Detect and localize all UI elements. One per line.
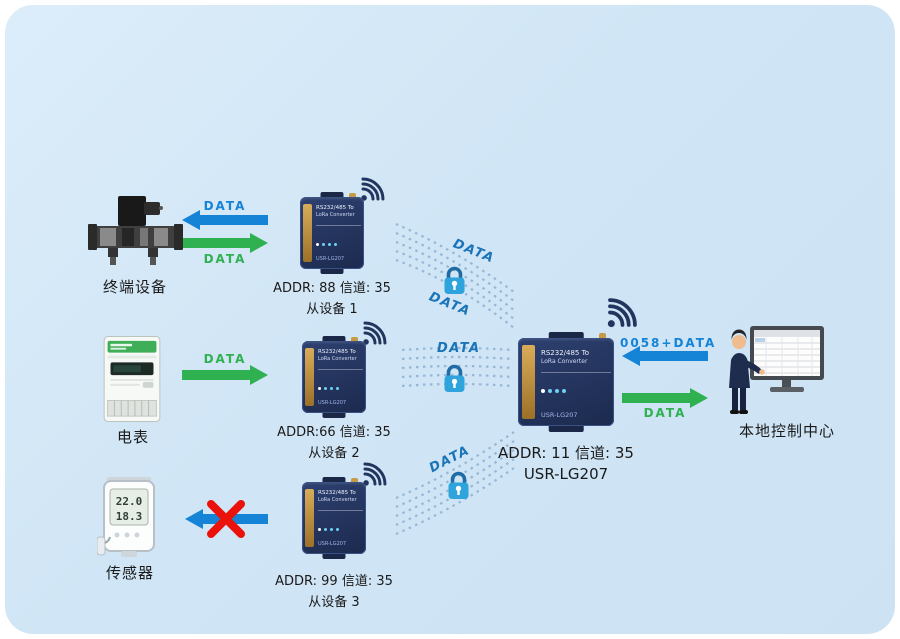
sensor-display-line1: 22.0 <box>116 495 143 508</box>
antenna-connector <box>351 478 358 485</box>
module-mount-tab <box>320 267 344 274</box>
module-brand-text: USR-LG207 <box>541 411 578 419</box>
module-text-line2: LoRa Converter <box>541 357 588 365</box>
arrow-data-from-terminal <box>182 233 268 253</box>
module-side-strip <box>522 345 535 419</box>
arrow-data-to-control-center <box>622 388 708 408</box>
master-model-label: USR-LG207 <box>523 465 609 483</box>
antenna-connector <box>349 193 356 200</box>
terminal-device-label: 终端设备 <box>102 278 167 296</box>
module-mount-tab <box>548 424 584 432</box>
antenna-connector <box>351 337 358 344</box>
wireless-data-label-middle: DATA <box>437 341 481 356</box>
module-body: RS232/485 To LoRa Converter USR-LG207 <box>300 197 364 269</box>
slave1-name-label: 从设备 1 <box>306 302 358 317</box>
slave2-addr-label: ADDR:66 信道: 35 <box>277 425 391 440</box>
module-text-line1: RS232/485 To <box>318 349 356 355</box>
data-label-terminal-uplink: DATA <box>203 252 247 266</box>
module-brand-text: USR-LG207 <box>316 256 345 262</box>
wireless-waves-bottom <box>395 431 515 536</box>
arrow-data-to-master <box>622 346 708 366</box>
meter-device-label: 电表 <box>116 428 149 446</box>
module-text-line1: RS232/485 To <box>318 490 356 496</box>
lora-module-master: RS232/485 To LoRa Converter USR-LG207 <box>518 332 614 432</box>
module-text-line2: LoRa Converter <box>318 355 357 362</box>
module-text-line2: LoRa Converter <box>316 211 355 218</box>
module-mount-tab <box>322 477 346 484</box>
module-body: RS232/485 To LoRa Converter USR-LG207 <box>302 341 366 413</box>
module-body: RS232/485 To LoRa Converter USR-LG207 <box>302 482 366 554</box>
module-led-row <box>541 372 611 397</box>
encryption-lock-icon-middle <box>442 364 467 394</box>
module-mount-tab <box>548 332 584 340</box>
control-center-label: 本地控制中心 <box>738 422 835 440</box>
module-led-row <box>318 369 363 394</box>
blocked-red-x-icon <box>207 500 245 538</box>
sensor-device-label: 传感器 <box>105 564 154 582</box>
module-text-line2: LoRa Converter <box>318 496 357 503</box>
lora-module-slave1: RS232/485 To LoRa Converter USR-LG207 <box>300 192 364 274</box>
arrow-data-from-meter <box>182 365 268 385</box>
wireless-waves-middle <box>401 346 513 388</box>
data-label-meter-uplink: DATA <box>203 352 247 366</box>
module-led-row <box>316 225 361 250</box>
lora-module-slave2: RS232/485 To LoRa Converter USR-LG207 <box>302 336 366 418</box>
module-text-line1: RS232/485 To <box>316 205 354 211</box>
module-body: RS232/485 To LoRa Converter USR-LG207 <box>518 338 614 426</box>
module-brand-text: USR-LG207 <box>318 400 347 406</box>
antenna-connector <box>599 333 606 340</box>
lora-module-slave3: RS232/485 To LoRa Converter USR-LG207 <box>302 477 366 559</box>
slave1-addr-label: ADDR: 88 信道: 35 <box>273 281 391 296</box>
encryption-lock-icon-top <box>442 266 467 296</box>
master-addr-label: ADDR: 11 信道: 35 <box>498 444 634 462</box>
arrow-data-to-terminal <box>182 210 268 230</box>
module-mount-tab <box>322 411 346 418</box>
module-side-strip <box>303 204 312 262</box>
data-label-terminal-downlink: DATA <box>203 199 247 213</box>
terminal-device-image <box>88 196 183 265</box>
module-mount-tab <box>322 336 346 343</box>
module-mount-tab <box>320 192 344 199</box>
control-center-image <box>729 326 824 414</box>
encryption-lock-icon-bottom <box>446 471 471 501</box>
slave3-addr-label: ADDR: 99 信道: 35 <box>275 574 393 589</box>
module-side-strip <box>305 348 314 406</box>
module-text-line1: RS232/485 To <box>541 349 589 357</box>
module-brand-text: USR-LG207 <box>318 541 347 547</box>
data-label-center-uplink: DATA <box>643 406 687 420</box>
slave2-name-label: 从设备 2 <box>308 446 360 461</box>
meter-device-image <box>103 336 161 422</box>
data-label-center-downlink: 0058+DATA <box>620 336 717 350</box>
module-led-row <box>318 510 363 535</box>
sensor-device-image: 22.0 18.3 <box>97 477 155 557</box>
module-mount-tab <box>322 552 346 559</box>
sensor-display-line2: 18.3 <box>116 510 143 523</box>
module-side-strip <box>305 489 314 547</box>
slave3-name-label: 从设备 3 <box>308 595 360 610</box>
wireless-waves-top <box>395 222 515 329</box>
